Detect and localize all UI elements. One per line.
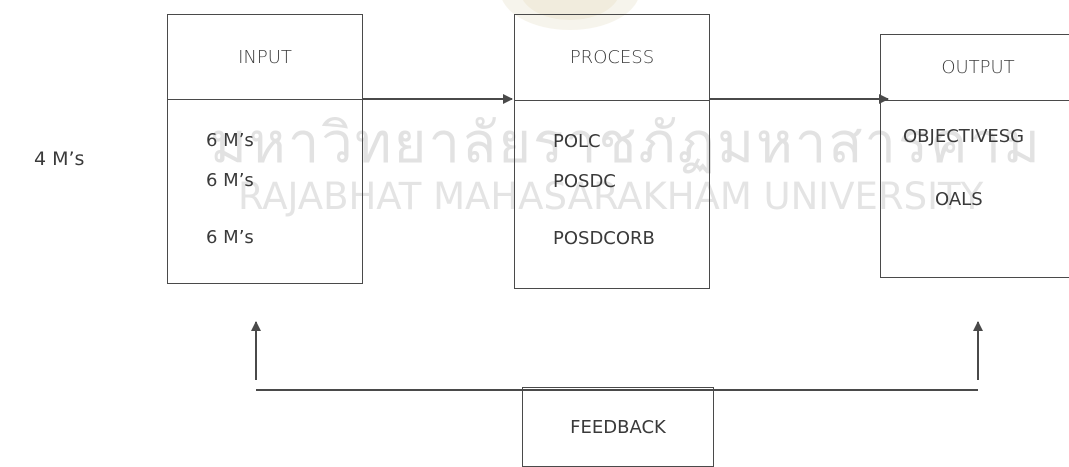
watermark-thai-text: มหาวิทยาลัยราชภัฏมหาสารคาม [210,111,1042,176]
feedback-box: FEEDBACK [522,387,714,467]
input-box-title: INPUT [168,15,362,100]
diagram-canvas: มหาวิทยาลัยราชภัฏมหาสารคาม RAJABHAT MAHA… [34,0,1069,467]
process-item: POSDC [553,171,616,192]
output-box-title: OUTPUT [881,35,1069,101]
input-box: INPUT 6 M’s 6 M’s 6 M’s [167,14,363,284]
side-label: 4 M’s [34,148,85,170]
output-box-body: OBJECTIVESG OALS [881,101,1069,277]
input-item: 6 M’s [206,170,254,191]
input-box-body: 6 M’s 6 M’s 6 M’s [168,100,362,283]
process-item: POSDCORB [553,228,655,249]
process-box-body: POLC POSDC POSDCORB [515,101,709,288]
output-item: OALS [935,189,983,210]
output-item: OBJECTIVESG [903,126,1025,147]
process-item: POLC [553,131,601,152]
input-item: 6 M’s [206,227,254,248]
process-box: PROCESS POLC POSDC POSDCORB [514,14,710,289]
process-box-title: PROCESS [515,15,709,101]
connector-layer [251,94,983,391]
output-box: OUTPUT OBJECTIVESG OALS [880,34,1069,278]
input-item: 6 M’s [206,130,254,151]
